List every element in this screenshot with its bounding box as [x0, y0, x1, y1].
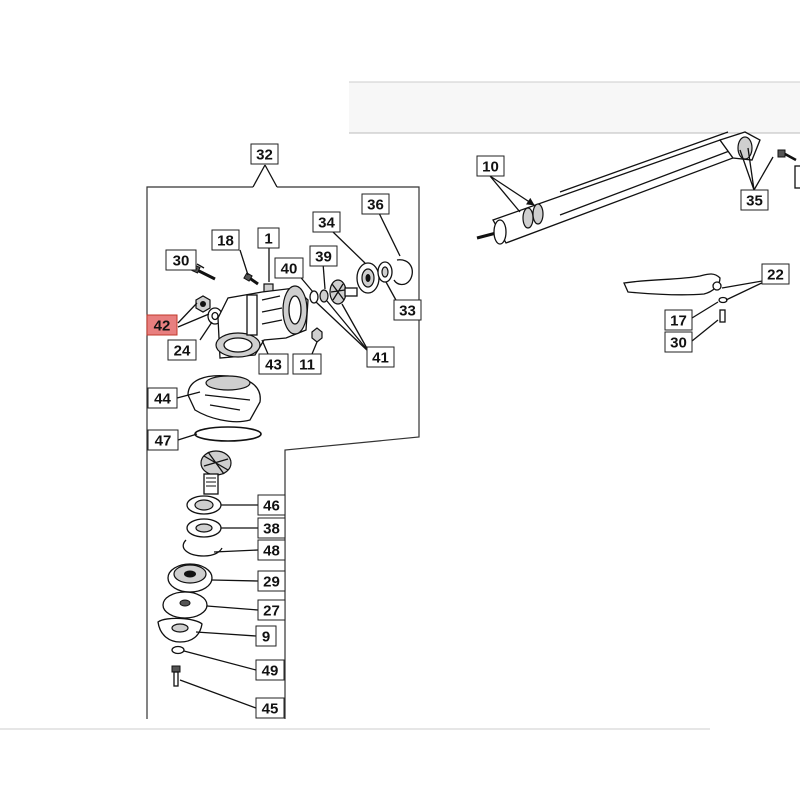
svg-text:40: 40: [281, 261, 298, 278]
svg-text:43: 43: [265, 357, 282, 374]
callout-27[interactable]: 27: [257, 599, 286, 621]
svg-text:18: 18: [217, 233, 234, 250]
svg-text:33: 33: [399, 303, 416, 320]
svg-text:22: 22: [767, 267, 784, 284]
cup-9: [157, 617, 203, 643]
bearing-38: [186, 518, 222, 538]
callout-29[interactable]: 29: [257, 570, 286, 592]
callout-9[interactable]: 9: [255, 625, 277, 647]
svg-text:30: 30: [670, 335, 687, 352]
callout-39[interactable]: 39: [309, 245, 338, 267]
leader-30b: [691, 319, 719, 342]
callout-47[interactable]: 47: [147, 429, 179, 451]
circlip-48: [182, 539, 223, 557]
washer-39: [319, 289, 329, 303]
svg-text:30: 30: [173, 253, 190, 270]
svg-text:11: 11: [299, 357, 315, 374]
oring-47: [194, 426, 262, 442]
callout-49[interactable]: 49: [255, 659, 285, 681]
top-panel: [349, 82, 800, 133]
flange-29: [167, 563, 213, 593]
callout-17[interactable]: 17: [664, 309, 693, 331]
callout-18[interactable]: 18: [211, 229, 240, 251]
callout-38[interactable]: 38: [257, 517, 286, 539]
callout-43[interactable]: 43: [258, 353, 289, 375]
svg-text:49: 49: [262, 663, 279, 680]
svg-text:44: 44: [154, 391, 171, 408]
cover-44: [187, 374, 261, 423]
callout-22[interactable]: 22: [761, 263, 790, 285]
svg-text:27: 27: [263, 603, 280, 620]
svg-text:9: 9: [262, 629, 270, 646]
svg-text:29: 29: [263, 574, 280, 591]
callout-40[interactable]: 40: [274, 257, 304, 279]
drive-shaft-tube: [476, 131, 800, 245]
washer-49: [171, 645, 185, 655]
screw-18: [243, 272, 259, 286]
svg-text:38: 38: [263, 521, 280, 538]
callout-48[interactable]: 48: [257, 539, 286, 561]
leader-10: [489, 175, 534, 212]
circlip-36: [393, 259, 413, 286]
leader-32: [252, 164, 278, 188]
svg-text:47: 47: [155, 433, 172, 450]
svg-text:48: 48: [263, 543, 280, 560]
svg-text:10: 10: [482, 159, 499, 176]
callout-33[interactable]: 33: [393, 299, 422, 321]
svg-text:41: 41: [372, 350, 389, 367]
callout-42[interactable]: 42: [146, 314, 178, 336]
bevel-gear-shaft: [200, 450, 232, 495]
svg-text:34: 34: [318, 215, 335, 232]
svg-text:32: 32: [256, 147, 273, 164]
svg-text:42: 42: [154, 318, 171, 335]
callout-24[interactable]: 24: [167, 339, 197, 361]
svg-text:1: 1: [264, 231, 272, 248]
svg-text:46: 46: [263, 498, 280, 515]
leader-22: [721, 279, 769, 301]
pinion-gear-41: [329, 279, 358, 305]
leader-35: [739, 147, 774, 191]
leader-17: [691, 301, 719, 319]
bearing-34: [356, 262, 380, 294]
gearbox-leaders: [176, 212, 401, 709]
svg-text:35: 35: [746, 193, 763, 210]
callout-34[interactable]: 34: [312, 211, 341, 233]
callout-11[interactable]: 11: [292, 353, 322, 375]
bearing-33: [377, 261, 393, 283]
throttle-lever-22: [623, 273, 728, 323]
callout-46[interactable]: 46: [257, 494, 286, 516]
nut-42: [195, 295, 211, 313]
bolt-45: [171, 665, 181, 687]
callout-41[interactable]: 41: [366, 346, 395, 368]
callout-35[interactable]: 35: [740, 189, 769, 211]
callout-45[interactable]: 45: [255, 697, 285, 719]
callout-30[interactable]: 30: [165, 249, 197, 271]
svg-text:24: 24: [174, 343, 191, 360]
washer-40: [309, 290, 319, 304]
callout-1[interactable]: 1: [257, 227, 280, 249]
callout-44[interactable]: 44: [147, 387, 178, 409]
callout-32[interactable]: 32: [250, 143, 279, 165]
svg-text:45: 45: [262, 701, 279, 718]
nut-11: [311, 327, 323, 343]
callout-10[interactable]: 10: [476, 155, 505, 177]
disc-27: [162, 591, 208, 619]
svg-text:17: 17: [670, 313, 687, 330]
svg-text:39: 39: [315, 249, 332, 266]
svg-text:36: 36: [367, 197, 384, 214]
gear-housing-43: [215, 285, 309, 359]
callout-36[interactable]: 36: [361, 193, 390, 215]
bearing-46: [186, 495, 222, 515]
callout-30-lever[interactable]: 30: [664, 331, 693, 353]
